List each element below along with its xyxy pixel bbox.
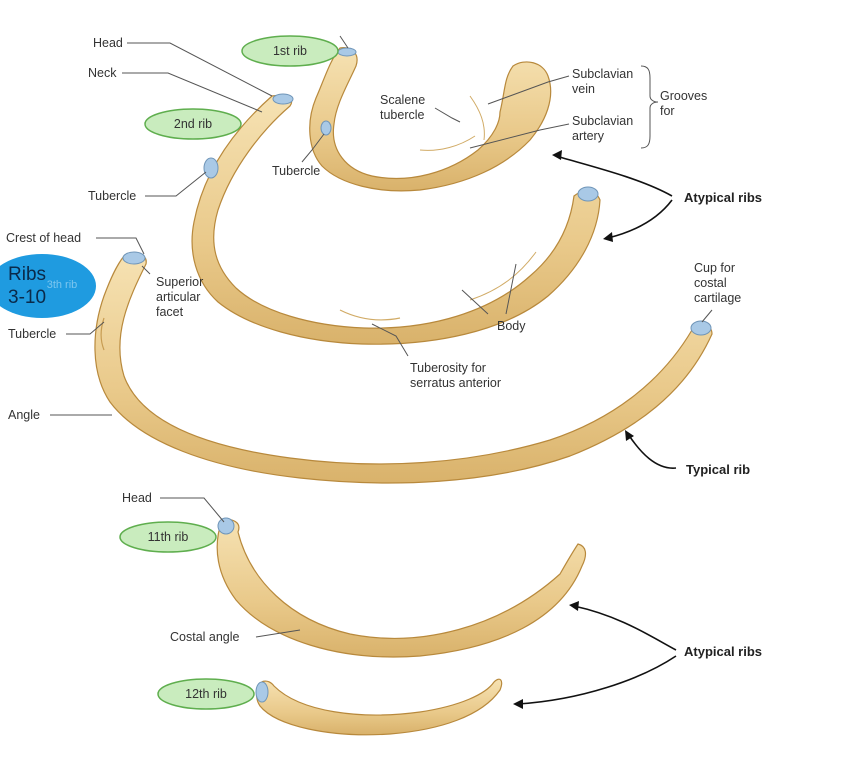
badge-faded-text: 3th rib bbox=[47, 279, 78, 291]
label-tuberosity-2: serratus anterior bbox=[410, 376, 501, 390]
oval-11th-rib-text: 11th rib bbox=[148, 530, 189, 544]
label-superior-3: facet bbox=[156, 305, 184, 319]
oval-2nd-rib: 2nd rib bbox=[144, 108, 242, 140]
label-subclavian-vein-1: Subclavian bbox=[572, 67, 633, 81]
oval-1st-rib: 1st rib bbox=[241, 35, 339, 67]
label-head-top: Head bbox=[93, 36, 123, 50]
label-body: Body bbox=[497, 319, 526, 333]
label-scalene-1: Scalene bbox=[380, 93, 425, 107]
oval-1st-rib-text: 1st rib bbox=[273, 44, 307, 58]
label-tubercle-rib2: Tubercle bbox=[88, 189, 136, 203]
label-subclavian-artery-1: Subclavian bbox=[572, 114, 633, 128]
label-costal-angle: Costal angle bbox=[170, 630, 240, 644]
label-superior-1: Superior bbox=[156, 275, 203, 289]
label-subclavian-artery-2: artery bbox=[572, 129, 605, 143]
label-tubercle-typical: Tubercle bbox=[8, 327, 56, 341]
oval-11th-rib: 11th rib bbox=[119, 521, 217, 553]
oval-12th-rib-text: 12th rib bbox=[185, 687, 227, 701]
label-tuberosity-1: Tuberosity for bbox=[410, 361, 486, 375]
label-cup-3: cartilage bbox=[694, 291, 741, 305]
label-cup-1: Cup for bbox=[694, 261, 735, 275]
twelfth-rib bbox=[255, 678, 503, 736]
badge-line2: 3-10 bbox=[8, 287, 46, 308]
label-superior-2: articular bbox=[156, 290, 200, 304]
oval-2nd-rib-text: 2nd rib bbox=[174, 117, 212, 131]
label-atypical-bottom: Atypical ribs bbox=[684, 644, 762, 659]
second-rib bbox=[191, 93, 601, 345]
label-crest-of-head: Crest of head bbox=[6, 231, 81, 245]
label-cup-2: costal bbox=[694, 276, 727, 290]
label-atypical-top: Atypical ribs bbox=[684, 190, 762, 205]
badge-line1: Ribs bbox=[8, 264, 46, 285]
label-head-11: Head bbox=[122, 491, 152, 505]
eleventh-rib bbox=[216, 517, 587, 658]
ribs-3-10-badge: 3th rib Ribs 3-10 bbox=[0, 254, 96, 318]
label-subclavian-vein-2: vein bbox=[572, 82, 595, 96]
label-grooves-1: Grooves bbox=[660, 89, 707, 103]
label-angle: Angle bbox=[8, 408, 40, 422]
label-typical-rib: Typical rib bbox=[686, 462, 750, 477]
label-neck: Neck bbox=[88, 66, 117, 80]
leader-lines bbox=[50, 35, 713, 638]
arrows bbox=[513, 150, 677, 709]
typical-rib bbox=[94, 251, 713, 484]
oval-12th-rib: 12th rib bbox=[157, 678, 255, 710]
label-scalene-2: tubercle bbox=[380, 108, 425, 122]
label-tubercle-rib1: Tubercle bbox=[272, 164, 320, 178]
label-grooves-2: for bbox=[660, 104, 675, 118]
first-rib bbox=[309, 47, 552, 192]
